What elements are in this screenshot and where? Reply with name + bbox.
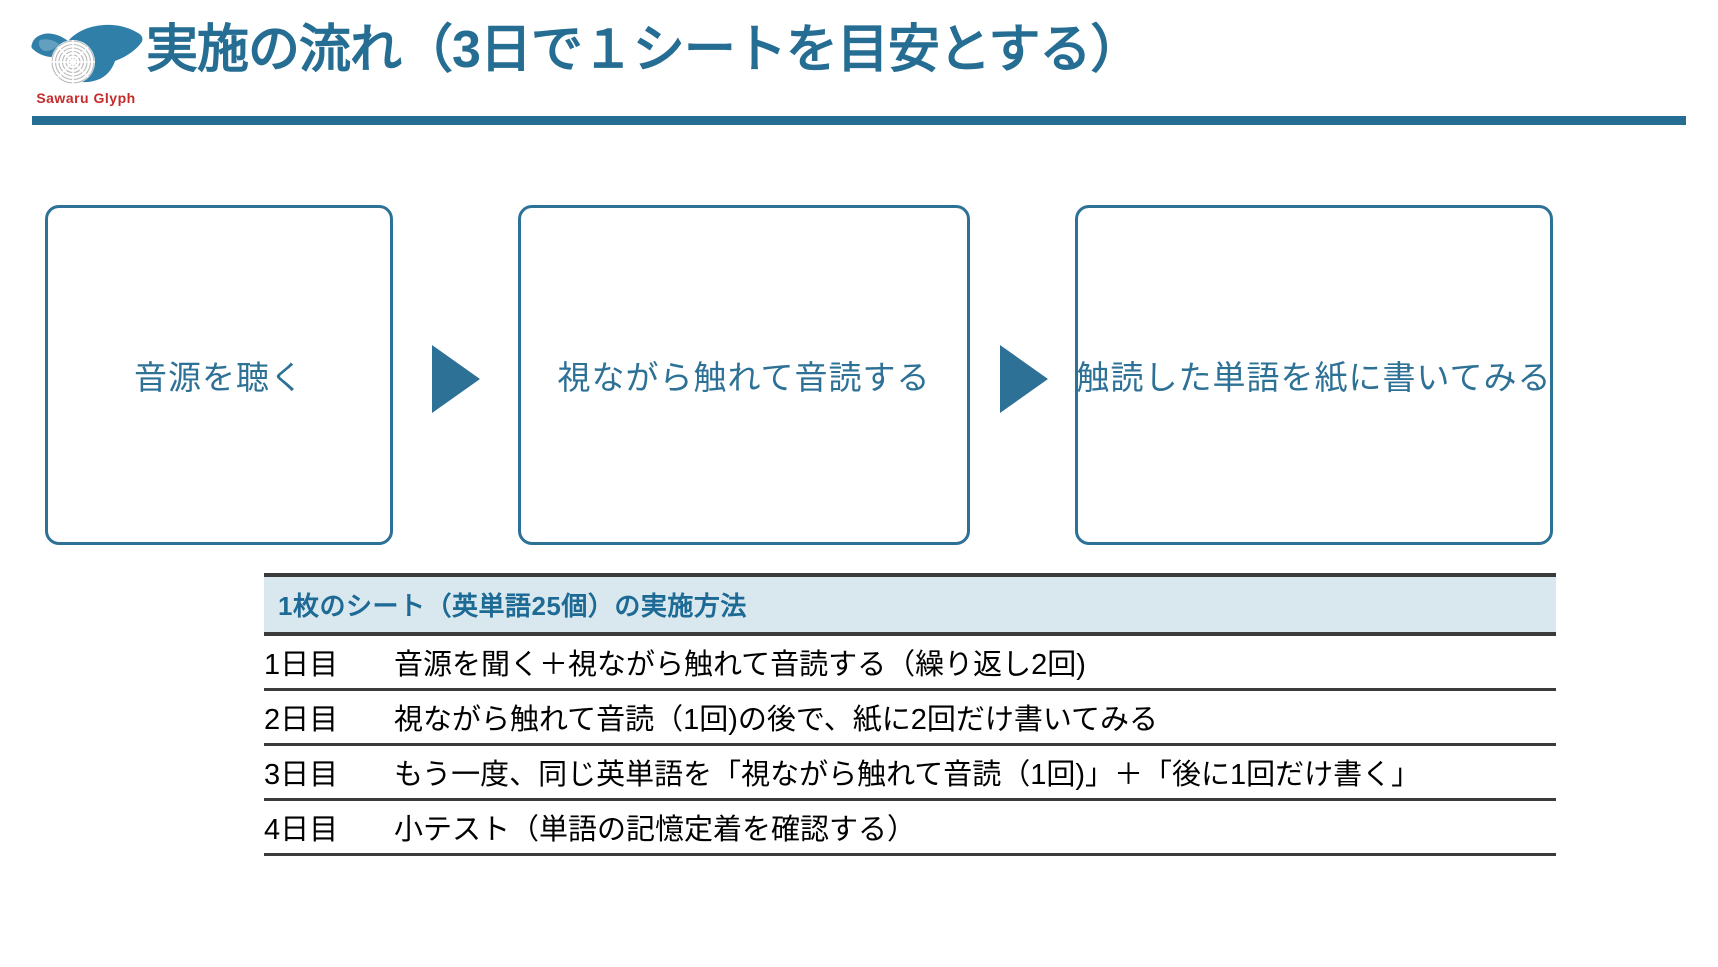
table-cell-description: 音源を聞く＋視ながら触れて音読する（繰り返し2回) — [394, 634, 1556, 691]
flow-arrow-right-icon-1 — [432, 345, 480, 413]
table-header-row: 1枚のシート（英単語25個）の実施方法 — [264, 573, 1556, 636]
table-row: 4日目 小テスト（単語の記憶定着を確認する） — [264, 799, 1556, 856]
table-cell-description: 視ながら触れて音読（1回)の後で、紙に2回だけ書いてみる — [394, 689, 1556, 746]
logo-caption: Sawaru Glyph — [36, 90, 136, 106]
table-cell-day: 4日目 — [264, 799, 394, 856]
flow-diagram: 音源を聴く 視ながら触れて音読する 触読した単語を紙に書いてみる — [0, 205, 1718, 547]
table-row: 3日目 もう一度、同じ英単語を「視ながら触れて音読（1回)」＋「後に1回だけ書く… — [264, 744, 1556, 801]
table-cell-day: 3日目 — [264, 744, 394, 801]
slide-header: Sawaru Glyph 実施の流れ（3日で１シートを目安とする） — [0, 0, 1718, 125]
flow-step-1[interactable]: 音源を聴く — [45, 205, 393, 545]
table-cell-day: 1日目 — [264, 634, 394, 691]
flow-step-1-label: 音源を聴く — [134, 359, 304, 396]
flow-step-2-label: 視ながら触れて音読する — [557, 359, 931, 396]
fingerprint-icon — [51, 40, 95, 84]
table-row: 2日目 視ながら触れて音読（1回)の後で、紙に2回だけ書いてみる — [264, 689, 1556, 746]
sawaru-glyph-logo: Sawaru Glyph — [26, 14, 146, 110]
table-cell-day: 2日目 — [264, 689, 394, 746]
table-cell-description: 小テスト（単語の記憶定着を確認する） — [394, 799, 1556, 856]
page-title: 実施の流れ（3日で１シートを目安とする） — [146, 21, 1142, 79]
title-divider — [32, 116, 1686, 125]
table-header-label: 1枚のシート（英単語25個）の実施方法 — [278, 591, 747, 621]
flow-step-3[interactable]: 触読した単語を紙に書いてみる — [1075, 205, 1553, 545]
table-header-cell: 1枚のシート（英単語25個）の実施方法 — [264, 573, 1556, 636]
flow-step-2[interactable]: 視ながら触れて音読する — [518, 205, 970, 545]
table-row: 1日目 音源を聞く＋視ながら触れて音読する（繰り返し2回) — [264, 634, 1556, 691]
table-cell-description: もう一度、同じ英単語を「視ながら触れて音読（1回)」＋「後に1回だけ書く」 — [394, 744, 1556, 801]
flow-arrow-right-icon-2 — [1000, 345, 1048, 413]
method-table: 1枚のシート（英単語25個）の実施方法 1日目 音源を聞く＋視ながら触れて音読す… — [264, 573, 1556, 856]
flow-step-3-label: 触読した単語を紙に書いてみる — [1076, 359, 1552, 396]
hand-logo-icon — [31, 24, 143, 84]
